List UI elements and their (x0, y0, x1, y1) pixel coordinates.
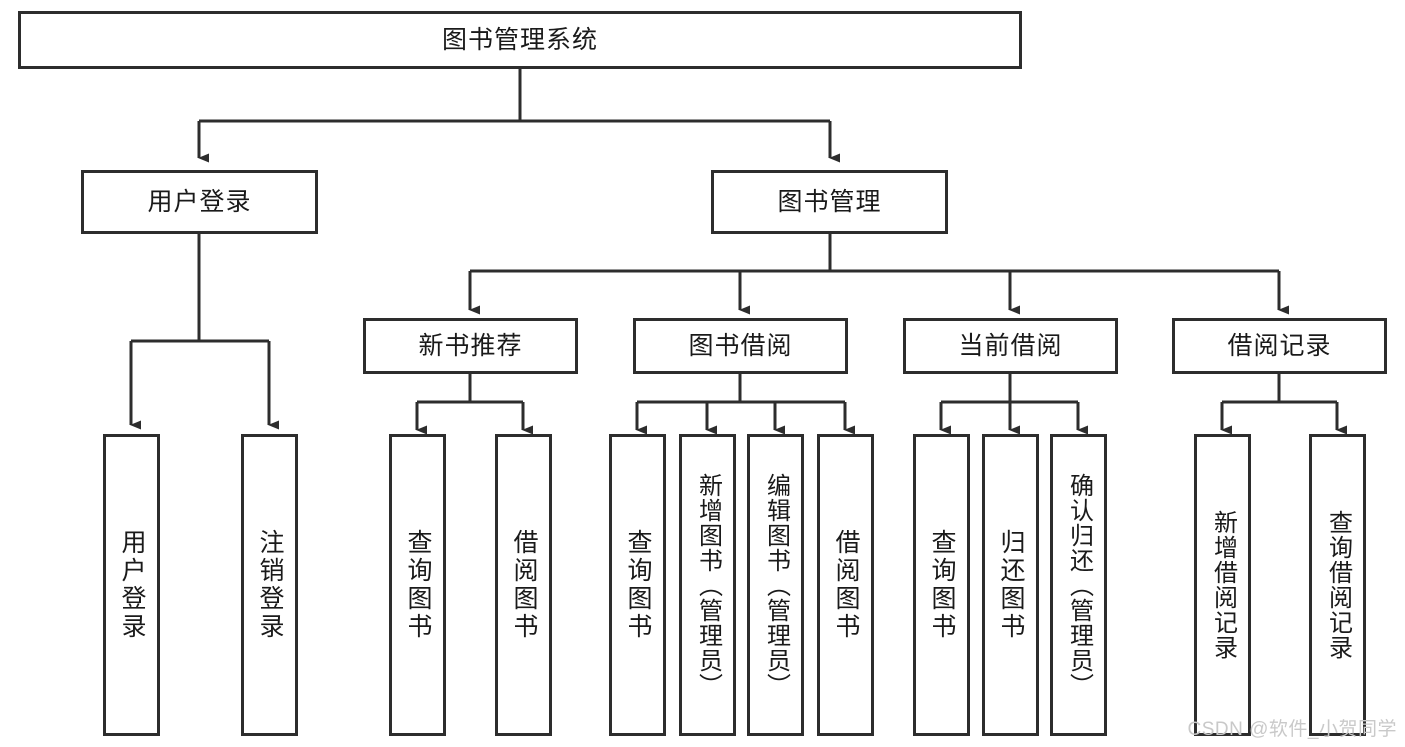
node-current-borrow[interactable]: 当前借阅 (903, 318, 1118, 374)
node-leaf-borrow-query-book[interactable]: 查询图书 (609, 434, 666, 736)
node-leaf-new-book-borrow[interactable]: 借阅图书 (495, 434, 552, 736)
node-label: 查询借阅记录 (1324, 510, 1352, 660)
node-label: 用户登录 (147, 187, 252, 216)
node-label: 确认归还（管理员） (1065, 472, 1093, 698)
node-label: 查询图书 (624, 529, 652, 641)
node-label: 借阅图书 (832, 529, 860, 641)
node-label: 新增借阅记录 (1209, 510, 1237, 660)
node-leaf-borrow-borrow-book[interactable]: 借阅图书 (817, 434, 874, 736)
node-leaf-record-query-record[interactable]: 查询借阅记录 (1309, 434, 1366, 736)
node-leaf-new-book-query[interactable]: 查询图书 (389, 434, 446, 736)
node-root-book-management-system[interactable]: 图书管理系统 (18, 11, 1022, 69)
node-leaf-borrow-add-book-admin[interactable]: 新增图书（管理员） (679, 434, 736, 736)
node-label: 查询图书 (928, 529, 956, 641)
node-leaf-user-login-login[interactable]: 用户登录 (103, 434, 160, 736)
watermark: CSDN @软件_小贺同学 (1187, 719, 1397, 740)
node-book-management[interactable]: 图书管理 (711, 170, 948, 234)
node-label: 图书借阅 (688, 331, 793, 360)
node-borrow-record[interactable]: 借阅记录 (1172, 318, 1387, 374)
node-book-borrow[interactable]: 图书借阅 (633, 318, 848, 374)
node-leaf-borrow-edit-book-admin[interactable]: 编辑图书（管理员） (747, 434, 804, 736)
node-leaf-current-return-book[interactable]: 归还图书 (982, 434, 1039, 736)
node-label: 用户登录 (118, 529, 146, 641)
node-label: 图书管理系统 (441, 25, 598, 54)
node-user-login[interactable]: 用户登录 (81, 170, 318, 234)
node-label: 新增图书（管理员） (694, 472, 722, 698)
node-label: 新书推荐 (418, 331, 523, 360)
node-leaf-current-query-book[interactable]: 查询图书 (913, 434, 970, 736)
node-label: 编辑图书（管理员） (762, 472, 790, 698)
node-label: 查询图书 (404, 529, 432, 641)
node-label: 借阅图书 (510, 529, 538, 641)
node-leaf-user-login-logout[interactable]: 注销登录 (241, 434, 298, 736)
node-leaf-record-add-record[interactable]: 新增借阅记录 (1194, 434, 1251, 736)
node-label: 注销登录 (256, 529, 284, 641)
node-label: 当前借阅 (958, 331, 1063, 360)
node-label: 归还图书 (997, 529, 1025, 641)
node-label: 借阅记录 (1227, 331, 1332, 360)
node-new-book-recommend[interactable]: 新书推荐 (363, 318, 578, 374)
node-label: 图书管理 (777, 187, 882, 216)
node-leaf-current-confirm-return-admin[interactable]: 确认归还（管理员） (1050, 434, 1107, 736)
